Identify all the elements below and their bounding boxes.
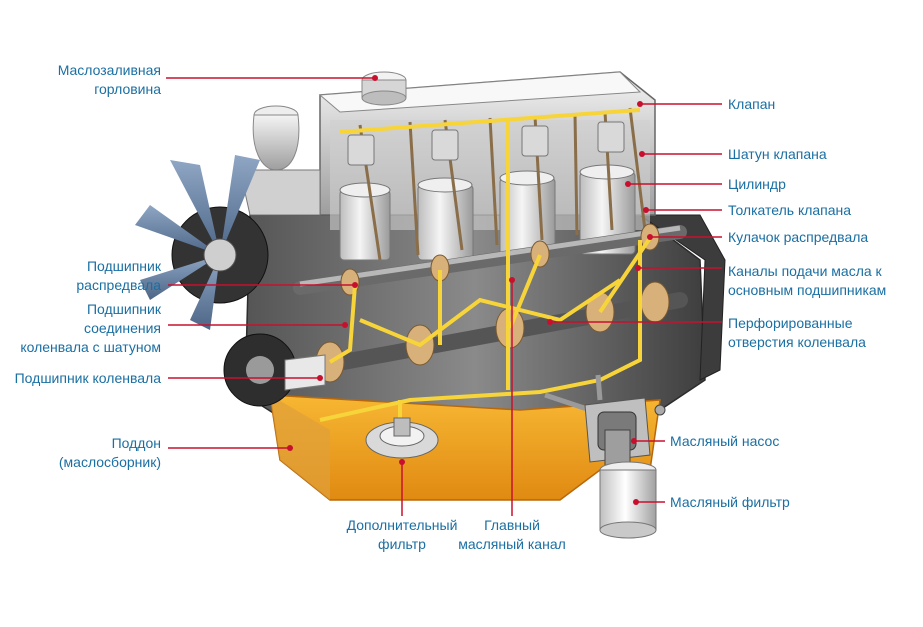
valve-springs [347,121,625,166]
label-filler-neck: Маслозаливная горловина [57,62,161,97]
label-conrod-bearing: Подшипник соединения коленвала с шатуном [20,301,161,355]
label-oil-pump: Масляный насос [670,433,780,449]
intake-neck [239,105,321,216]
label-sump: Поддон (маслосборник) [58,435,161,470]
label-main-gallery: Главный масляный канал [458,517,566,552]
camshaft [293,223,687,296]
fan [135,155,326,407]
label-crankshaft-bearing: Подшипник коленвала [14,370,161,386]
leader-lines [166,77,722,516]
label-oil-filter: Масляный фильтр [670,494,790,510]
label-valve-lifter: Толкатель клапана [728,202,852,218]
label-aux-filter: Дополнительный фильтр [346,517,458,552]
oil-filter [599,461,657,539]
label-cylinder: Цилиндр [728,176,786,192]
label-valve-stem: Шатун клапана [728,146,827,162]
auxiliary-filter [365,417,439,459]
oil-sump [269,394,661,501]
leader-dots [287,75,653,505]
label-camshaft-bearing: Подшипник распредвала [76,258,161,293]
oil-channels [319,120,652,430]
label-cam-lobe: Кулачок распредвала [728,229,869,245]
label-crank-holes: Перфорированные отверстия коленвала [728,315,866,350]
label-main-bearing-channels: Каналы подачи масла к основным подшипник… [728,263,887,298]
label-valve: Клапан [728,96,776,112]
top-oil-rail [339,108,641,134]
oil-filler-cap [361,71,407,106]
oil-pump [584,397,666,471]
